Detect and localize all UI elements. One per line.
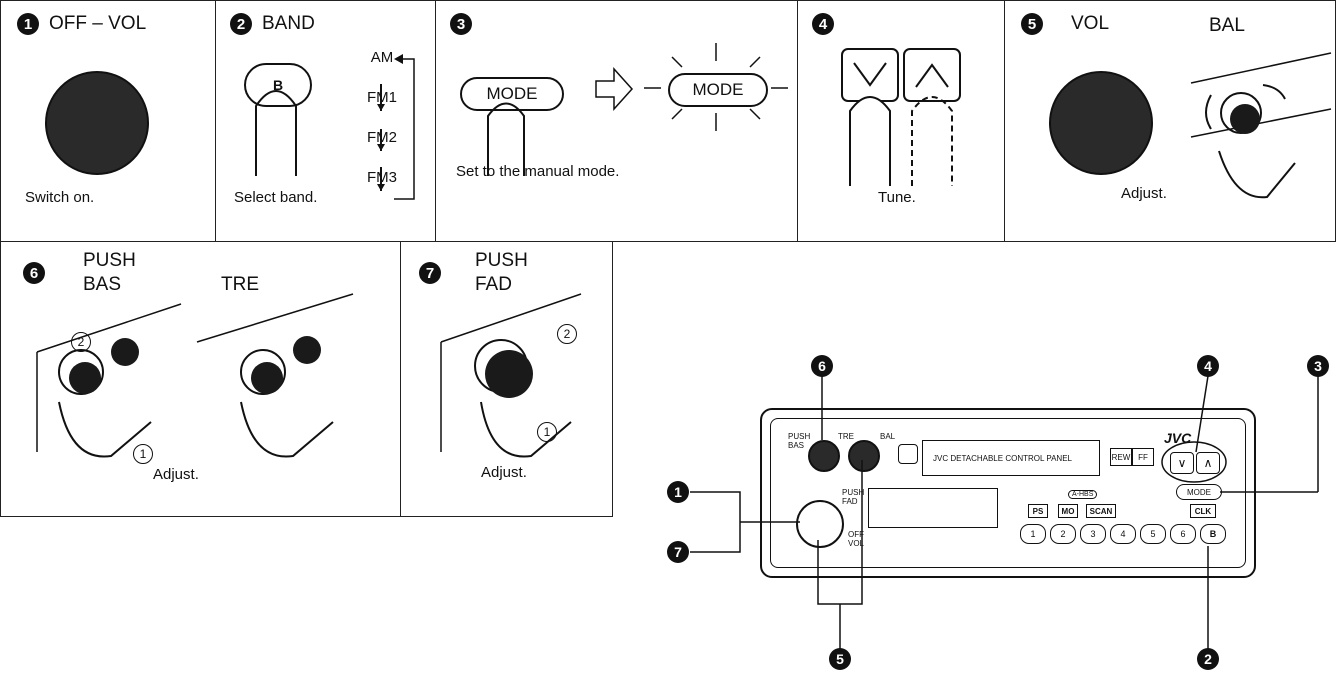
band-am: AM	[362, 43, 402, 83]
label-push-fad: PUSH FAD	[842, 488, 862, 506]
step-6-panel: 6 PUSH BAS TRE Adjust. 2 1	[0, 241, 401, 517]
tre-knob	[848, 440, 880, 472]
ff-button: FF	[1132, 448, 1154, 466]
step-6-caption: Adjust.	[153, 466, 199, 483]
scan-button: SCAN	[1086, 504, 1116, 518]
callout-6: 6	[811, 355, 833, 377]
step-6-mark-2: 2	[71, 332, 91, 352]
step-5-caption: Adjust.	[1121, 185, 1167, 202]
callout-2: 2	[1197, 648, 1219, 670]
vol-fad-knob	[796, 500, 844, 548]
preset-1: 1	[1020, 524, 1046, 544]
step-4-caption: Tune.	[878, 189, 916, 206]
preset-row: 1 2 3 4 5 6 B	[1020, 524, 1226, 544]
ps-button: PS	[1028, 504, 1048, 518]
step-2-panel: 2 BAND B AM FM1 FM2 FM3 Select band.	[215, 0, 436, 242]
step-7-caption: Adjust.	[481, 464, 527, 481]
rew-button: REW	[1110, 448, 1132, 466]
step-7-panel: 7 PUSH FAD Adjust. 2 1	[400, 241, 613, 517]
preset-4: 4	[1110, 524, 1136, 544]
callout-5: 5	[829, 648, 851, 670]
band-fm2: FM2	[362, 123, 402, 163]
callout-1: 1	[667, 481, 689, 503]
cassette-window	[868, 488, 998, 528]
lock-icon	[898, 444, 918, 464]
step-1-panel: 1 OFF – VOL Switch on.	[0, 0, 216, 242]
display-text: JVC DETACHABLE CONTROL PANEL	[933, 454, 1072, 463]
arrow-and-glow-illustration	[436, 1, 797, 241]
step-1-number: 1	[17, 13, 39, 35]
tune-down-button: ∨	[1170, 452, 1194, 474]
band-b-button: B	[1200, 524, 1226, 544]
label-push-bas: PUSH BAS	[788, 432, 808, 450]
band-cycle-list: AM FM1 FM2 FM3	[362, 43, 402, 203]
brand-logo: JVC	[1164, 430, 1191, 446]
callout-4: 4	[1197, 355, 1219, 377]
step-3-caption: Set to the manual mode.	[456, 163, 619, 180]
step-7-mark-1: 1	[537, 422, 557, 442]
preset-2: 2	[1050, 524, 1076, 544]
bas-tre-knob-illustration	[1, 242, 400, 516]
vol-knob-illustration	[45, 71, 149, 175]
bal-knob-illustration	[1005, 1, 1335, 241]
callout-3: 3	[1307, 355, 1329, 377]
display-window: JVC DETACHABLE CONTROL PANEL	[922, 440, 1100, 476]
tune-up-button: ∧	[1196, 452, 1220, 474]
step-2-caption: Select band.	[234, 189, 317, 206]
mode-button: MODE	[1176, 484, 1222, 500]
label-tre: TRE	[838, 432, 854, 441]
label-off-vol: OFF VOL	[848, 530, 868, 548]
preset-5: 5	[1140, 524, 1166, 544]
step-7-mark-2: 2	[557, 324, 577, 344]
label-bal: BAL	[880, 432, 895, 441]
step-1-caption: Switch on.	[25, 189, 94, 206]
step-1-heading: 1 OFF – VOL	[17, 13, 146, 35]
step-4-panel: 4 Tune.	[797, 0, 1005, 242]
mo-button: MO	[1058, 504, 1078, 518]
clk-button: CLK	[1190, 504, 1216, 518]
band-fm3: FM3	[362, 163, 402, 203]
bas-knob	[808, 440, 840, 472]
callout-7: 7	[667, 541, 689, 563]
band-fm1: FM1	[362, 83, 402, 123]
ahbs-badge: A-HBS	[1068, 490, 1097, 499]
preset-3: 3	[1080, 524, 1106, 544]
step-3-panel: 3 MODE MODE Set to the manual mode.	[435, 0, 798, 242]
step-5-panel: 5 VOL BAL Adjust.	[1004, 0, 1336, 242]
preset-6: 6	[1170, 524, 1196, 544]
step-1-title: OFF – VOL	[49, 13, 146, 35]
step-6-mark-1: 1	[133, 444, 153, 464]
